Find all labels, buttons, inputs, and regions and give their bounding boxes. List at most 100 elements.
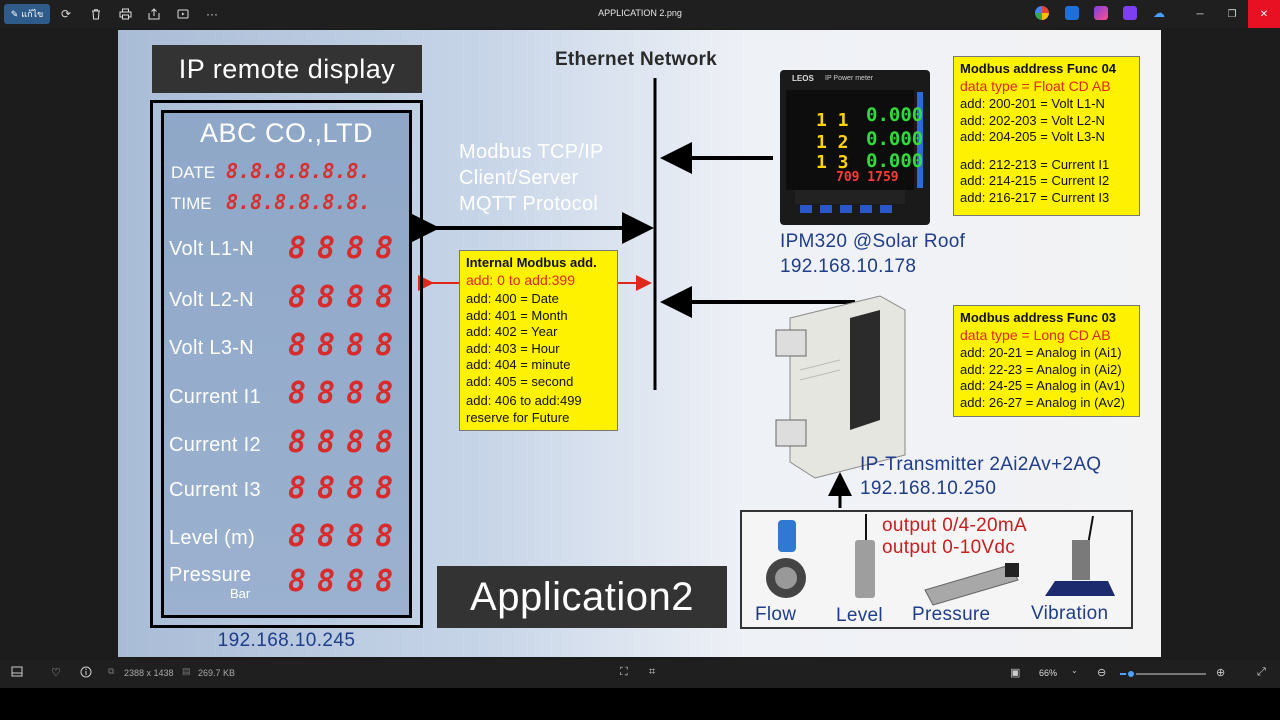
func03-line-1: add: 20-21 = Analog in (Ai1) [960, 345, 1122, 360]
func04-line-1: add: 200-201 = Volt L1-N [960, 96, 1105, 111]
meter-value-2: 0.000 [866, 128, 924, 150]
func04-line-5: add: 214-215 = Current I2 [960, 173, 1110, 188]
share-icon[interactable] [142, 4, 166, 24]
photos-app-icon[interactable] [1065, 6, 1079, 20]
rotate-icon[interactable]: ⟳ [60, 7, 72, 21]
clipchamp-icon[interactable] [1094, 6, 1108, 20]
zoom-slider-track[interactable] [1120, 673, 1206, 675]
designer-icon[interactable] [1123, 6, 1137, 20]
internal-box-range: add: 0 to add:399 [466, 272, 575, 288]
time-digits: 8.8.8.8.8.8. [226, 190, 371, 214]
current-i3-digits: 8888 [288, 471, 405, 506]
actual-size-icon[interactable]: ▣ [1010, 667, 1021, 679]
internal-line-6: add: 405 = second [466, 373, 574, 389]
func03-line-4: add: 26-27 = Analog in (Av2) [960, 394, 1125, 410]
current-i1-digits: 8888 [288, 376, 405, 411]
zoom-level[interactable]: 66% [1039, 668, 1058, 678]
close-button[interactable]: ✕ [1248, 0, 1280, 28]
print-icon[interactable] [113, 4, 137, 24]
meter-value-3: 0.000 [866, 150, 924, 172]
level-digits: 8888 [288, 519, 405, 554]
func04-title: Modbus address Func 04 [960, 61, 1117, 76]
title-bar: ✎ แก้ไข ⟳ ··· APPLICATION 2.png ☁ ─ ❐ ✕ [0, 0, 1280, 28]
transmitter-name: IP-Transmitter 2Ai2Av+2AQ [860, 454, 1102, 475]
internal-line-4: add: 403 = Hour [466, 340, 560, 356]
status-bar: ♡ ⧉ 2388 x 1438 ▤ 269.7 KB ⛶ ⌗ ▣ 66% ⌄ ⊖… [0, 660, 1280, 688]
image-dimensions: 2388 x 1438 [124, 668, 174, 678]
cloud-icon[interactable]: ☁ [1153, 6, 1165, 20]
protocol-line-2: Client/Server [459, 167, 579, 189]
company-name: ABC CO.,LTD [199, 118, 374, 148]
date-digits: 8.8.8.8.8.8. [226, 159, 371, 183]
sensor-label-level: Level [836, 605, 883, 626]
func04-type: data type = Float CD AB [960, 78, 1111, 94]
sensor-label-pressure: Pressure [912, 604, 991, 625]
crop-icon[interactable]: ⌗ [649, 666, 656, 678]
internal-modbus-box: Internal Modbus add. add: 0 to add:399 a… [459, 250, 618, 431]
ip-remote-display-title: IP remote display [152, 45, 422, 93]
maximize-button[interactable]: ❐ [1227, 8, 1237, 20]
internal-box-title: Internal Modbus add. [466, 255, 597, 270]
zoom-out-icon[interactable]: ⊖ [1097, 667, 1107, 679]
transmitter-ip: 192.168.10.250 [860, 478, 997, 499]
favorite-icon[interactable]: ♡ [51, 667, 61, 679]
func03-type: data type = Long CD AB [960, 327, 1111, 343]
zoom-in-icon[interactable]: ⊕ [1216, 667, 1226, 679]
current-i1-label: Current I1 [169, 386, 261, 408]
copilot-icon[interactable] [1035, 6, 1049, 20]
meter-brand: LEOS [792, 74, 814, 83]
taskbar-strip [0, 688, 1280, 720]
fullscreen-icon[interactable]: ⤢ [1257, 666, 1266, 678]
filmstrip-icon[interactable] [11, 666, 23, 680]
internal-line-1: add: 400 = Date [466, 291, 559, 306]
current-i2-digits: 8888 [288, 425, 405, 460]
ethernet-network-title: Ethernet Network [554, 49, 718, 70]
volt-l3-digits: 8888 [288, 328, 405, 363]
meter-phase-1: 1 1 [816, 110, 849, 131]
current-i3-label: Current I3 [169, 479, 261, 501]
internal-line-3: add: 402 = Year [466, 324, 558, 339]
fit-screen-icon[interactable]: ⛶ [620, 666, 628, 678]
zoom-slider-handle[interactable] [1126, 669, 1136, 679]
volt-l2-digits: 8888 [288, 280, 405, 315]
display-panel [161, 110, 412, 618]
ip-transmitter-image [775, 295, 906, 479]
func04-line-2: add: 202-203 = Volt L2-N [960, 112, 1105, 128]
func04-line-6: add: 216-217 = Current I3 [960, 189, 1110, 205]
sensor-label-flow: Flow [755, 604, 797, 625]
pressure-label: Pressure [169, 564, 252, 586]
volt-l3-label: Volt L3-N [169, 337, 254, 359]
sensor-label-vibration: Vibration [1031, 603, 1109, 624]
slideshow-icon[interactable] [171, 4, 195, 24]
meter-name: IPM320 @Solar Roof [780, 231, 966, 252]
func03-line-3: add: 24-25 = Analog in (Av1) [960, 378, 1125, 393]
current-i2-label: Current I2 [169, 434, 261, 456]
minimize-button[interactable]: ─ [1196, 8, 1204, 20]
file-size: 269.7 KB [198, 668, 236, 678]
protocol-line-1: Modbus TCP/IP [459, 141, 604, 163]
meter-value-1: 0.000 [866, 104, 924, 126]
protocol-line-3: MQTT Protocol [459, 193, 599, 215]
volt-l2-label: Volt L2-N [169, 289, 254, 311]
func04-line-4: add: 212-213 = Current I1 [960, 156, 1110, 172]
internal-reserve-2: reserve for Future [466, 409, 570, 425]
internal-reserve-1: add: 406 to add:499 [466, 393, 582, 408]
zoom-dropdown-chevron-icon[interactable]: ⌄ [1071, 666, 1078, 675]
application-label: Application2 [437, 566, 727, 628]
edit-button[interactable]: ✎ แก้ไข [4, 4, 50, 24]
window-title: APPLICATION 2.png [598, 8, 682, 18]
func03-box: Modbus address Func 03 data type = Long … [953, 305, 1140, 417]
edit-icon: ✎ [10, 8, 19, 19]
display-ip-address: 192.168.10.245 [217, 630, 356, 651]
volt-l1-digits: 8888 [288, 231, 405, 266]
func04-box: Modbus address Func 04 data type = Float… [953, 56, 1140, 216]
internal-line-2: add: 401 = Month [466, 307, 568, 323]
date-label: DATE [171, 163, 216, 182]
delete-icon[interactable] [84, 4, 108, 24]
meter-model-text: IP Power meter [825, 75, 874, 82]
info-icon[interactable] [80, 666, 92, 681]
edit-label: แก้ไข [21, 9, 44, 19]
func04-line-3: add: 204-205 = Volt L3-N [960, 129, 1105, 144]
more-options-button[interactable]: ··· [206, 7, 218, 21]
volt-l1-label: Volt L1-N [169, 238, 254, 260]
